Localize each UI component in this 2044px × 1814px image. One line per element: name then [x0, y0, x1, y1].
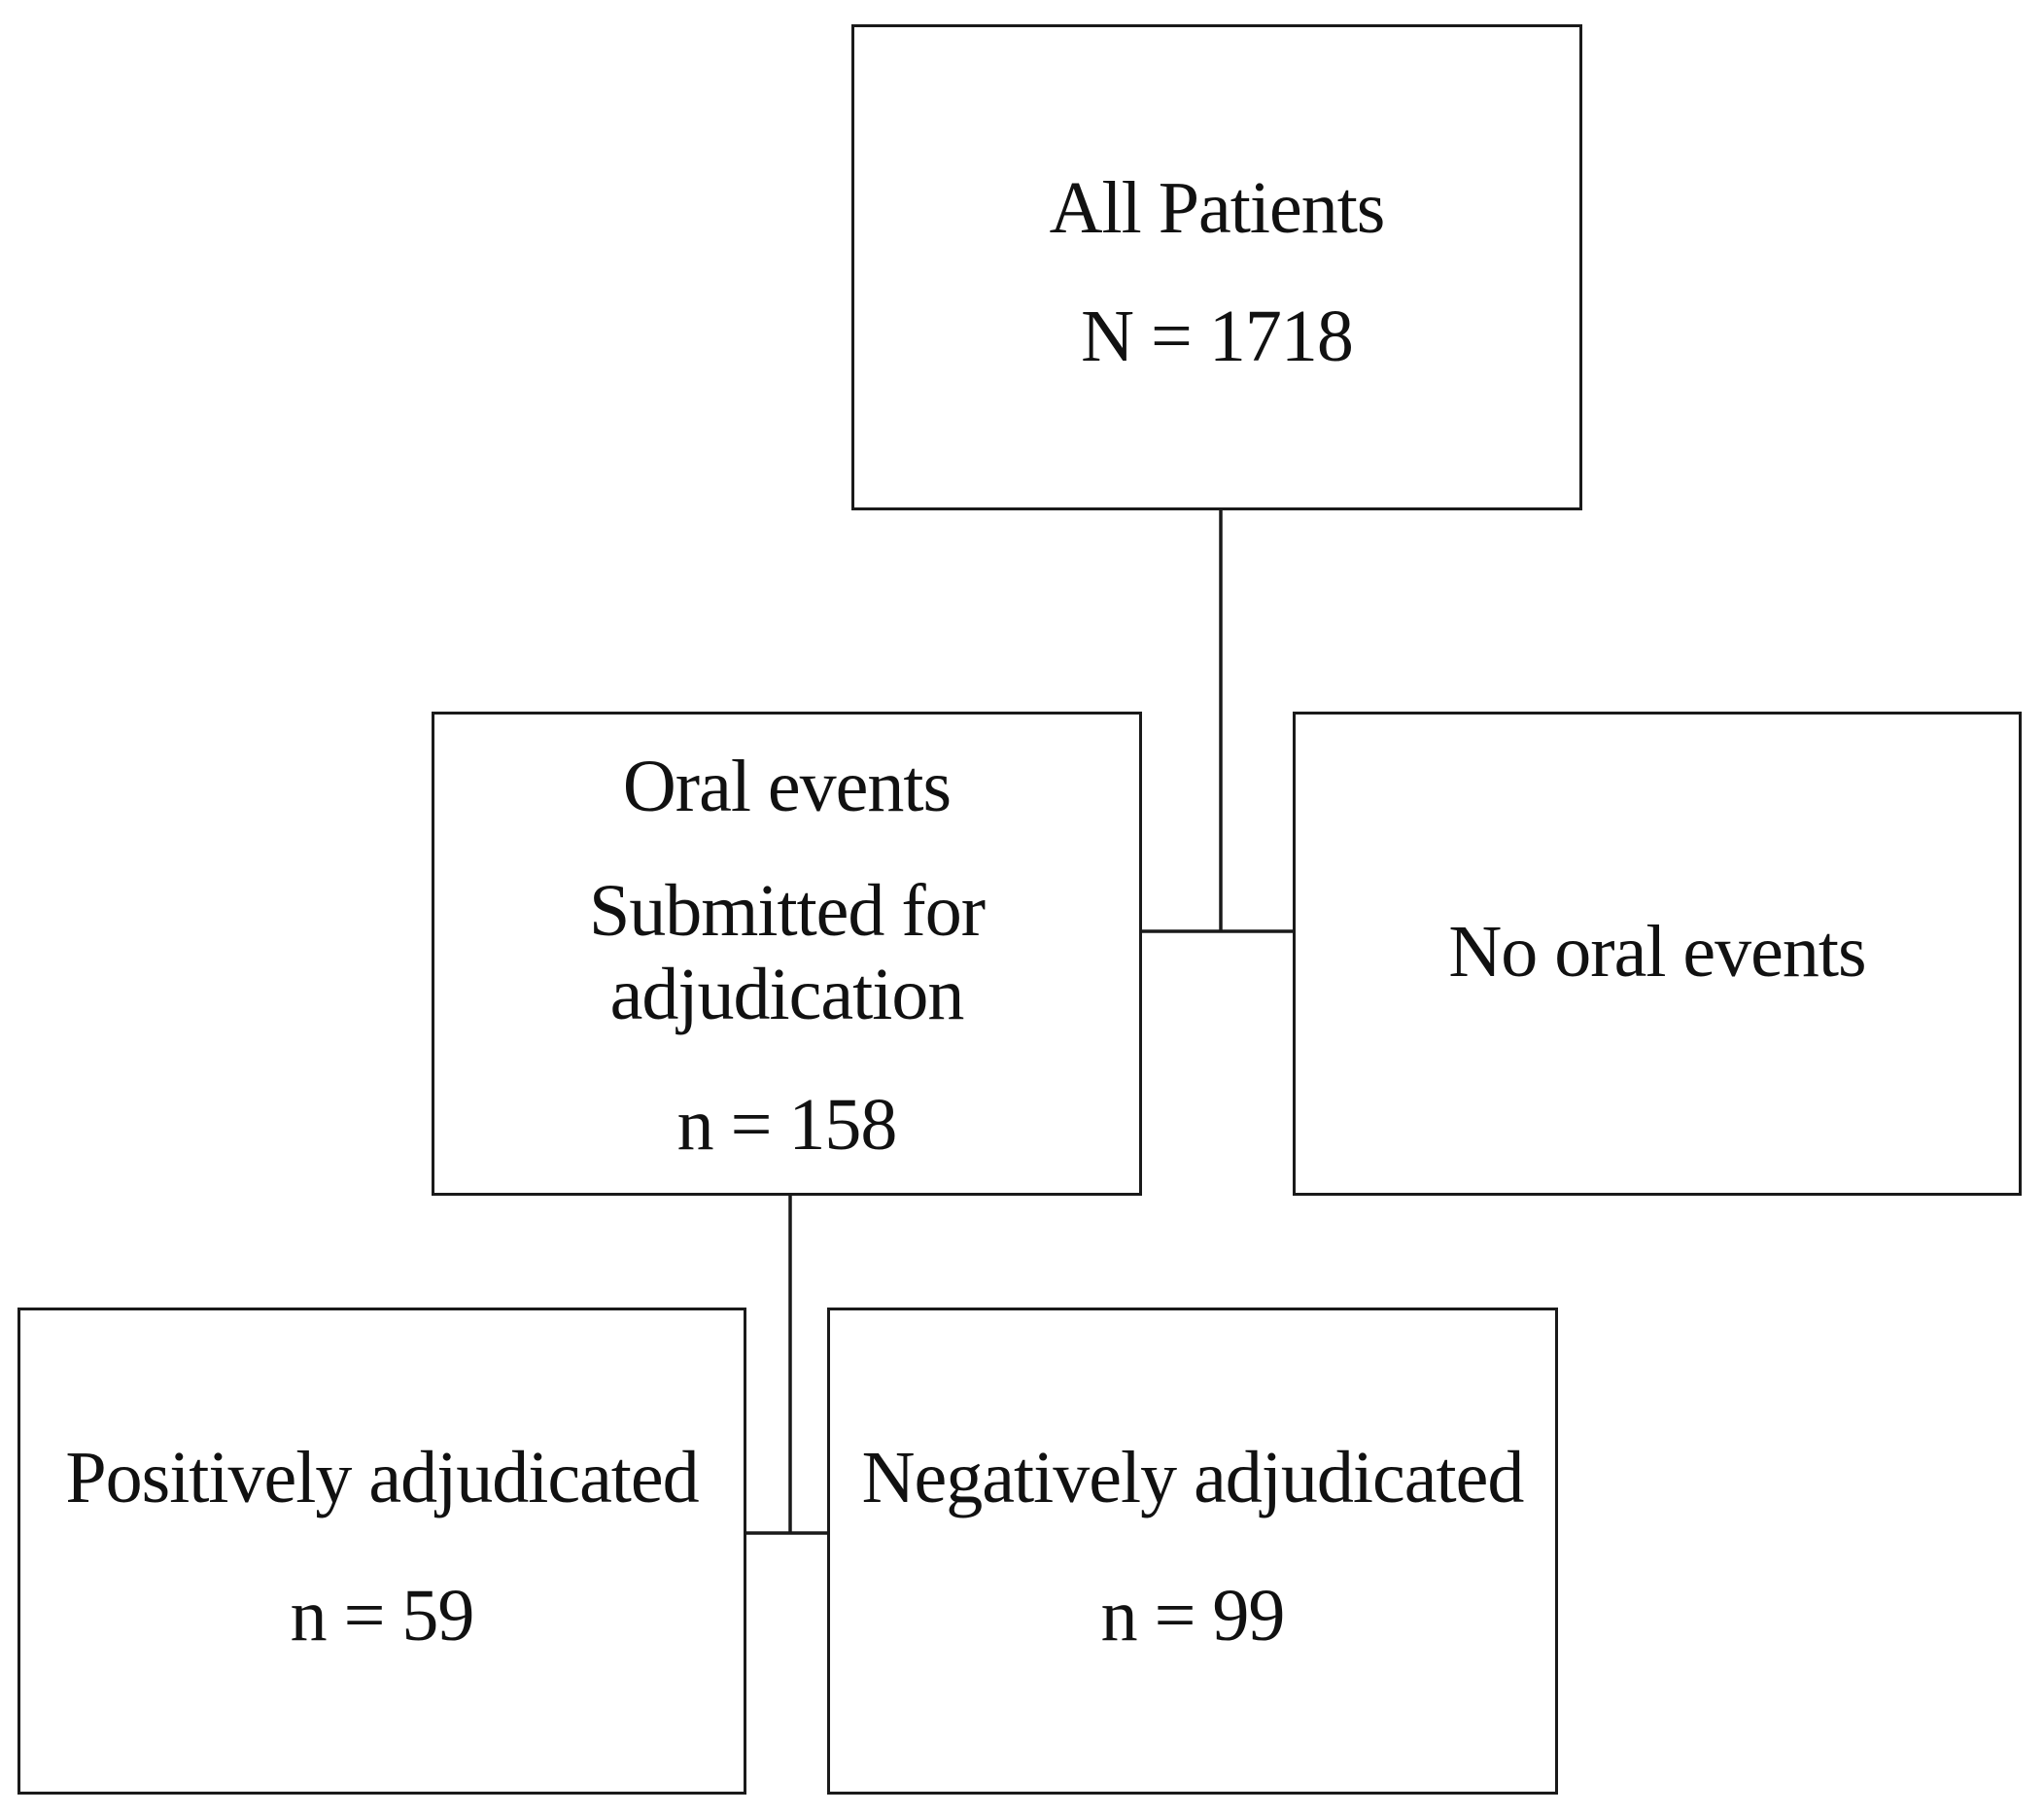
- oral-events-adjudication-label: adjudication: [609, 954, 965, 1035]
- no-oral-events-box: No oral events: [1293, 712, 2022, 1196]
- no-oral-events-label: No oral events: [1448, 911, 1866, 993]
- positively-adjudicated-box: Positively adjudicated n = 59: [17, 1308, 746, 1795]
- oral-events-count: n = 158: [676, 1084, 898, 1166]
- positively-adjudicated-label: Positively adjudicated: [65, 1437, 699, 1518]
- negatively-adjudicated-label: Negatively adjudicated: [861, 1437, 1525, 1518]
- oral-events-box: Oral events Submitted for adjudication n…: [432, 712, 1142, 1196]
- oral-events-submitted-label: Submitted for: [588, 870, 986, 952]
- oral-events-label: Oral events: [622, 746, 952, 827]
- positively-adjudicated-count: n = 59: [290, 1575, 475, 1657]
- all-patients-box: All Patients N = 1718: [851, 24, 1582, 510]
- negatively-adjudicated-count: n = 99: [1100, 1575, 1286, 1657]
- negatively-adjudicated-box: Negatively adjudicated n = 99: [827, 1308, 1558, 1795]
- all-patients-count: N = 1718: [1081, 296, 1354, 377]
- all-patients-label: All Patients: [1049, 167, 1386, 249]
